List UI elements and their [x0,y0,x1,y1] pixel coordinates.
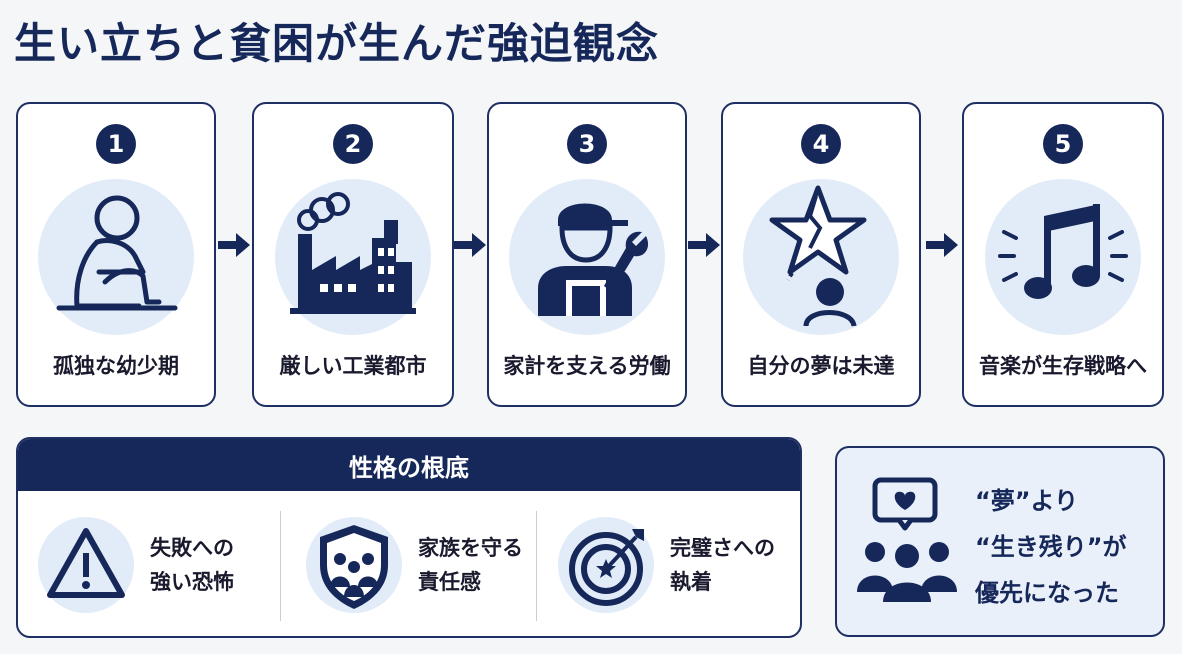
page-title: 生い立ちと貧困が生んだ強迫観念 [14,19,660,68]
step-label: 音楽が生存戦略へ [979,354,1147,378]
warning-icon [36,515,136,615]
trait-line: 執着 [670,570,712,594]
lonely-child-icon [35,176,197,338]
step-card-2: 2 [252,102,454,407]
trait-line: 強い恐怖 [150,570,234,594]
step-label: 孤独な幼少期 [53,354,179,378]
broken-star-icon [740,176,902,338]
personality-traits-panel: 性格の根底 失敗への 強い恐怖 [16,437,802,638]
result-panel: “夢”より “生き残り”が 優先になった [835,446,1165,637]
step-card-3: 3 家計を支える労働 [487,102,687,407]
trait-item-fear: 失敗への 強い恐怖 [36,505,234,625]
divider [280,511,281,621]
family-shield-icon [304,515,404,615]
step-card-4: 4 自分の夢は未達 [721,102,921,407]
step-card-5: 5 音楽が生存戦略へ [962,102,1164,407]
step-card-1: 1 孤独な幼少期 [16,102,216,407]
factory-icon [272,176,434,338]
trait-line: 家族を守る [418,536,523,560]
arrow-right-icon [216,230,252,260]
trait-item-perfection: 完璧さへの 執着 [556,505,775,625]
group-heart-icon [855,476,959,606]
step-label: 家計を支える労働 [503,354,671,378]
step-number-badge: 5 [1043,124,1083,164]
arrow-right-icon [924,230,960,260]
step-number-badge: 4 [801,124,841,164]
step-number-badge: 3 [567,124,607,164]
trait-item-responsibility: 家族を守る 責任感 [304,505,523,625]
traits-header: 性格の根底 [18,439,800,491]
result-line: “夢”より [975,487,1079,515]
step-label: 厳しい工業都市 [279,354,427,378]
arrow-right-icon [452,230,488,260]
arrow-right-icon [686,230,722,260]
step-number-badge: 2 [333,124,373,164]
result-line: 優先になった [975,579,1119,607]
target-icon [556,515,656,615]
step-number-badge: 1 [96,124,136,164]
worker-icon [506,176,668,338]
result-line: “生き残り”が [975,533,1127,561]
music-note-icon [982,176,1144,338]
trait-line: 責任感 [418,570,481,594]
divider [536,511,537,621]
trait-line: 完璧さへの [670,536,775,560]
trait-line: 失敗への [150,536,234,560]
step-label: 自分の夢は未達 [747,354,895,378]
